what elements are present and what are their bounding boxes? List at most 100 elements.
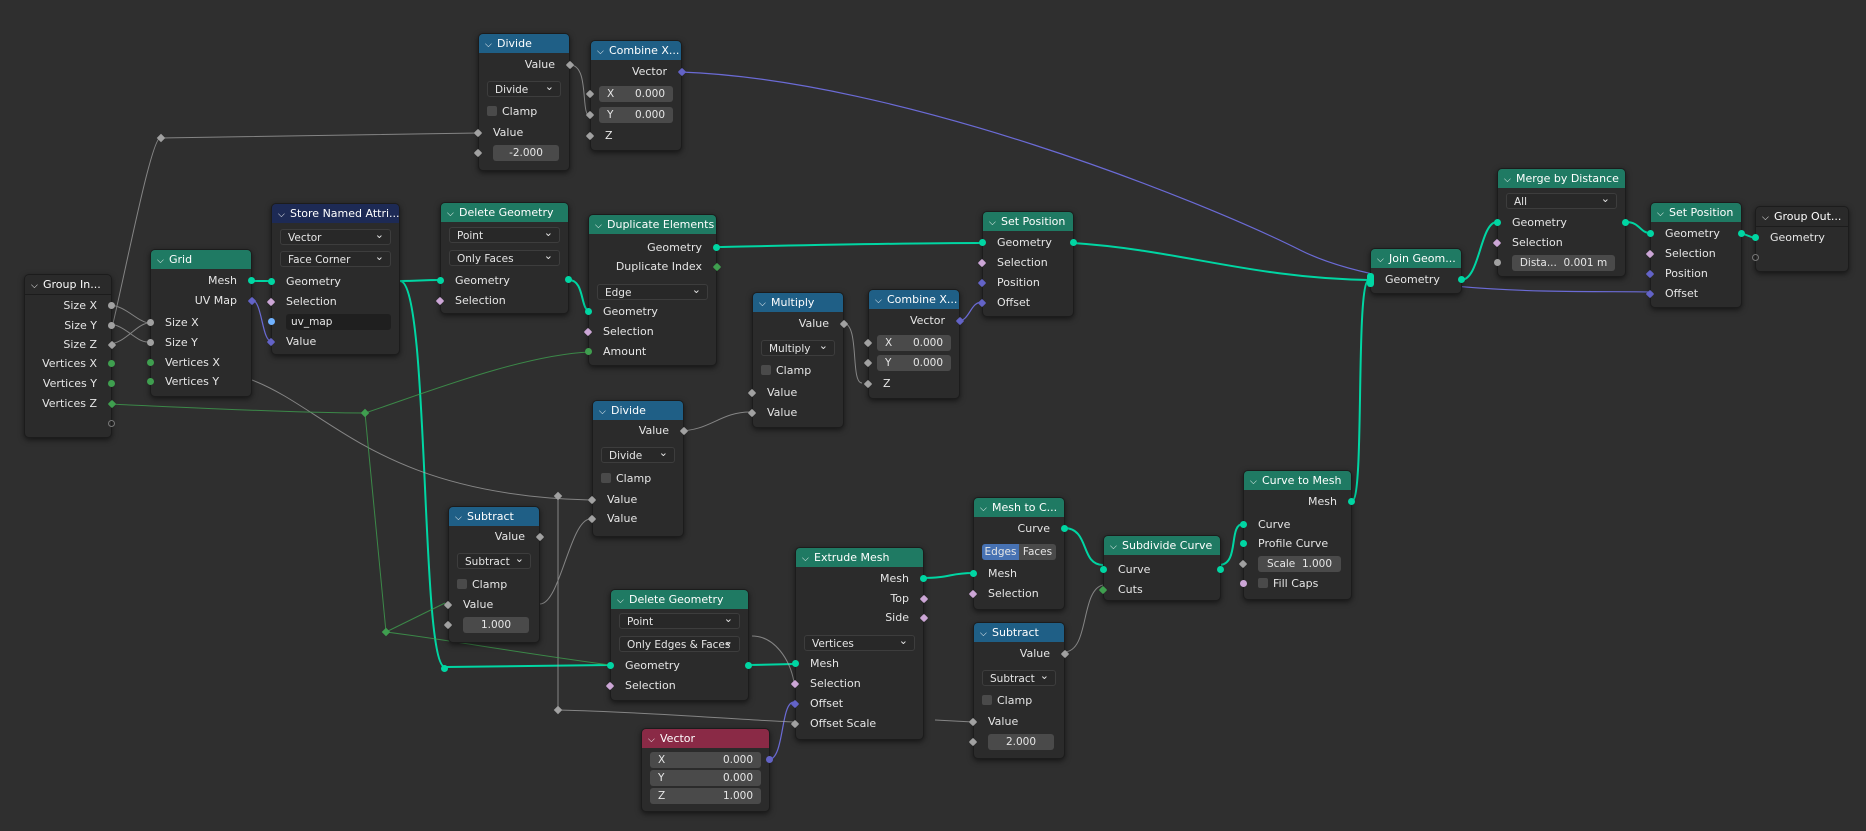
socket-icon[interactable] [108, 322, 115, 329]
socket-icon[interactable] [108, 302, 115, 309]
node-header[interactable]: ⌵Grid [151, 250, 251, 269]
chevron-down-icon[interactable]: ⌵ [759, 299, 766, 309]
chevron-down-icon[interactable]: ⌵ [875, 296, 882, 306]
node-header[interactable]: ⌵Group In... [25, 275, 111, 295]
faces-option[interactable]: Faces [1019, 544, 1056, 560]
socket-icon[interactable] [1622, 219, 1629, 226]
socket-icon[interactable] [147, 319, 154, 326]
mode-dropdown[interactable]: Only Edges & Faces [619, 634, 740, 652]
clamp-checkbox[interactable]: Clamp [449, 576, 539, 594]
chevron-down-icon[interactable]: ⌵ [989, 218, 996, 228]
node-header[interactable]: ⌵Delete Geometry [441, 203, 568, 222]
socket-icon[interactable] [147, 359, 154, 366]
socket-icon[interactable] [1738, 230, 1745, 237]
distance-field[interactable]: Dista... 0.001 m [1512, 255, 1615, 271]
socket-icon[interactable] [1217, 566, 1224, 573]
socket-icon[interactable] [1061, 525, 1068, 532]
chevron-down-icon[interactable]: ⌵ [597, 47, 604, 57]
chevron-down-icon[interactable]: ⌵ [1657, 209, 1664, 219]
chevron-down-icon[interactable]: ⌵ [1377, 255, 1384, 265]
socket-icon[interactable] [1070, 239, 1077, 246]
node-header[interactable]: ⌵Subdivide Curve [1104, 536, 1220, 555]
chevron-down-icon[interactable]: ⌵ [31, 281, 38, 291]
socket-icon[interactable] [1240, 540, 1247, 547]
socket-icon[interactable] [1348, 498, 1355, 505]
node-header[interactable]: ⌵Merge by Distance [1498, 169, 1625, 188]
socket-icon[interactable] [147, 339, 154, 346]
chevron-down-icon[interactable]: ⌵ [1110, 542, 1117, 552]
node-header[interactable]: ⌵Combine X... [869, 290, 959, 309]
node-header[interactable]: ⌵Extrude Mesh [796, 548, 923, 567]
curve-to-mesh-node[interactable]: ⌵Curve to Mesh Mesh Curve Profile Curve … [1238, 470, 1355, 600]
checkbox-icon[interactable] [1258, 578, 1268, 588]
socket-icon[interactable] [268, 318, 275, 325]
node-header[interactable]: ⌵Mesh to C... [974, 498, 1064, 517]
socket-icon[interactable] [1100, 566, 1107, 573]
socket-icon[interactable] [108, 360, 115, 367]
socket-icon[interactable] [1240, 580, 1247, 587]
checkbox-icon[interactable] [487, 106, 497, 116]
mode-dropdown[interactable]: Only Faces [449, 248, 560, 266]
socket-icon[interactable] [437, 277, 444, 284]
operation-dropdown[interactable]: Divide [487, 79, 561, 97]
checkbox-icon[interactable] [761, 365, 771, 375]
node-header[interactable]: ⌵Subtract [974, 623, 1064, 642]
scale-field[interactable]: Scale 1.000 [1258, 556, 1341, 572]
node-header[interactable]: ⌵Curve to Mesh [1244, 471, 1351, 490]
node-header[interactable]: ⌵Vector [642, 729, 769, 748]
node-header[interactable]: ⌵Delete Geometry [611, 590, 748, 609]
mode-dropdown[interactable]: Vertices [804, 633, 915, 651]
node-header[interactable]: ⌵Divide [593, 401, 683, 420]
chevron-down-icon[interactable]: ⌵ [802, 554, 809, 564]
socket-icon[interactable] [565, 276, 572, 283]
node-header[interactable]: ⌵Combine X... [591, 41, 681, 60]
node-header[interactable]: ⌵Subtract [449, 507, 539, 526]
reroute-dot[interactable] [441, 665, 448, 672]
checkbox-icon[interactable] [982, 695, 992, 705]
grid-node[interactable]: ⌵Grid Mesh UV Map Size X Size Y Vertices… [147, 249, 257, 397]
subtract-node[interactable]: ⌵Subtract Value Subtract Clamp Value 1.0… [443, 506, 545, 643]
socket-icon[interactable] [1240, 521, 1247, 528]
empty-socket-icon[interactable] [1752, 254, 1759, 261]
chevron-down-icon[interactable]: ⌵ [648, 735, 655, 745]
domain-dropdown[interactable]: Face Corner [280, 249, 391, 267]
operation-dropdown[interactable]: Subtract [982, 668, 1056, 686]
node-header[interactable]: ⌵Join Geom... [1371, 249, 1461, 268]
node-header[interactable]: ⌵Divide [479, 34, 569, 53]
socket-icon[interactable] [970, 570, 977, 577]
socket-icon[interactable] [147, 378, 154, 385]
checkbox-icon[interactable] [601, 473, 611, 483]
merge-by-distance-node[interactable]: ⌵Merge by Distance All Geometry Selectio… [1492, 168, 1629, 277]
duplicate-elements-node[interactable]: ⌵Duplicate Elements Geometry Duplicate I… [583, 214, 722, 366]
name-field[interactable]: uv_map [286, 314, 391, 330]
socket-icon[interactable] [792, 660, 799, 667]
socket-icon[interactable] [585, 308, 592, 315]
divide-node[interactable]: ⌵Divide Value Divide Clamp Value -2.000 [473, 33, 575, 171]
node-header[interactable]: ⌵Multiply [753, 293, 843, 312]
socket-icon[interactable] [1494, 259, 1501, 266]
chevron-down-icon[interactable]: ⌵ [447, 209, 454, 219]
domain-dropdown[interactable]: Edge [597, 282, 708, 300]
node-header[interactable]: ⌵Group Out... [1756, 207, 1848, 227]
value-field[interactable]: 2.000 [988, 734, 1054, 750]
socket-icon[interactable] [248, 277, 255, 284]
socket-icon[interactable] [1458, 276, 1465, 283]
node-header[interactable]: ⌵Set Position [1651, 203, 1741, 222]
chevron-down-icon[interactable]: ⌵ [485, 40, 492, 50]
value-field[interactable]: -2.000 [493, 145, 559, 161]
operation-dropdown[interactable]: Multiply [761, 338, 835, 356]
clamp-checkbox[interactable]: Clamp [593, 470, 683, 488]
node-header[interactable]: ⌵Store Named Attri... [272, 204, 399, 223]
store-named-attribute-node[interactable]: ⌵Store Named Attri... Vector Face Corner… [266, 203, 400, 355]
